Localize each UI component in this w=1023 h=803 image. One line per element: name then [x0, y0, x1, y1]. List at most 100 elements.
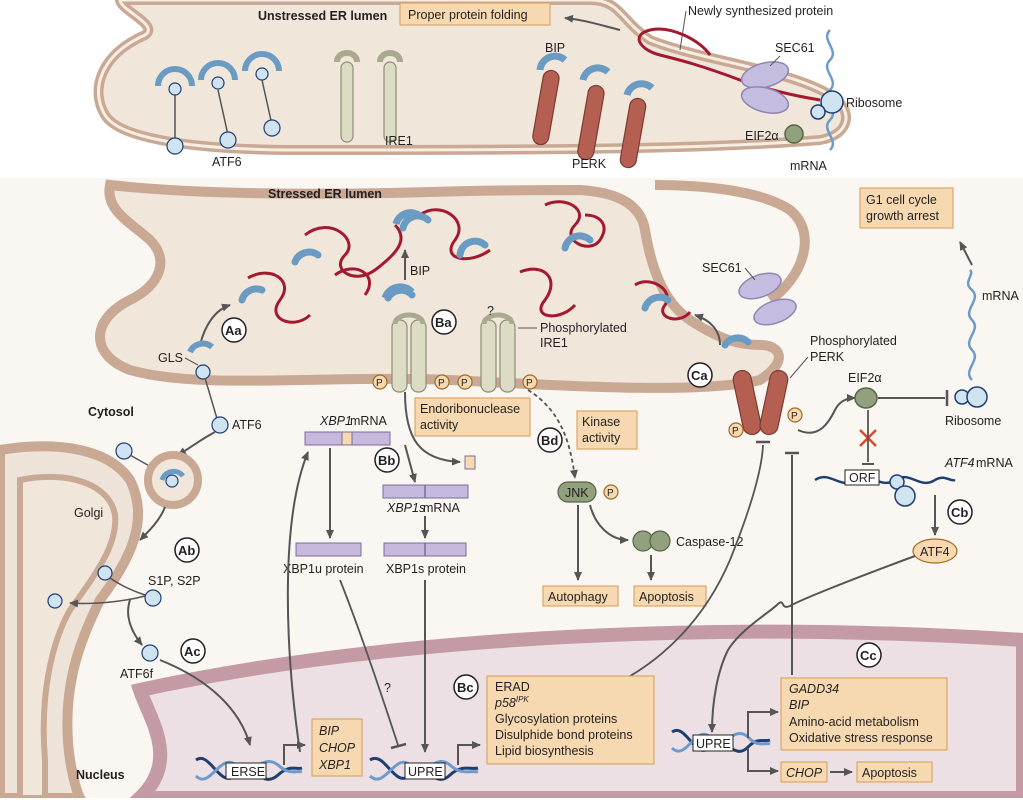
ribosome-mid-large	[966, 386, 988, 408]
ire1-dimer-2	[480, 312, 516, 393]
badge-cb-label: Cb	[951, 505, 968, 520]
badge-ba-label: Ba	[435, 315, 452, 330]
badge-bb-label: Bb	[378, 453, 395, 468]
g1-arrest-box	[859, 187, 954, 229]
atf4-targets-box	[780, 677, 948, 751]
xbp1-intron	[341, 431, 353, 446]
label-sec61-top: SEC61	[775, 41, 815, 55]
badge-ca-label: Ca	[691, 368, 708, 383]
label-phospho-perk-1: Phosphorylated	[810, 334, 897, 348]
label-ribosome-mid: Ribosome	[945, 414, 1001, 428]
atf4-target-2: Amino-acid metabolism	[789, 715, 919, 729]
arrow-ire1-splice	[404, 391, 461, 466]
proper-protein-folding-label: Proper protein folding	[408, 8, 528, 22]
p-ire1-4: P	[526, 378, 533, 389]
label-perk-top: PERK	[572, 157, 607, 171]
label-sec61-mid: SEC61	[702, 261, 742, 275]
proper-protein-folding-box	[399, 2, 551, 26]
label-xbp1s-protein: XBP1s protein	[386, 562, 466, 576]
arrow-upre-right-targets	[747, 708, 779, 738]
inhibit-xbp1u	[339, 579, 399, 746]
erse-target-2: XBP1	[318, 758, 351, 772]
atf6f-node	[141, 644, 159, 662]
eif2a-top	[784, 124, 804, 144]
badge-aa	[221, 317, 247, 343]
g1-line1: G1 cell cycle	[866, 193, 937, 207]
label-upre-mid: UPRE	[408, 765, 443, 779]
arrow-atf6f	[127, 599, 143, 646]
label-stressed-er-lumen: Stressed ER lumen	[268, 187, 382, 201]
golgi-atf6-base	[144, 589, 162, 607]
arrow-upre-targets	[457, 741, 481, 765]
endo-line2: activity	[420, 418, 459, 432]
arrow-xbp1-feedback	[286, 451, 309, 753]
p-ire1-1: P	[376, 378, 383, 389]
label-xbp1-mrna-italic: XBP1	[319, 414, 352, 428]
arrow-upre-right-chop	[747, 748, 779, 775]
badge-bd	[537, 427, 563, 453]
badge-bb	[374, 447, 400, 473]
p-perk-1: P	[732, 426, 739, 437]
arrow-atf4-upre	[708, 555, 916, 733]
golgi-atf6-2	[47, 593, 63, 609]
leader-sec61-mid	[744, 267, 756, 281]
ire1-dimer-1	[391, 312, 427, 393]
atf4-node	[912, 538, 958, 564]
atf6-mid-base	[211, 416, 229, 434]
endoribonuclease-box	[414, 397, 531, 437]
stressed-er-membrane	[95, 179, 784, 393]
label-bip-top: BIP	[545, 41, 565, 55]
leader-newly-synth	[679, 10, 687, 51]
badge-bc	[453, 674, 479, 700]
arrow-folding	[564, 14, 621, 31]
jnk-node	[557, 481, 597, 503]
arrow-vesicle-golgi	[139, 506, 166, 541]
vesicle-bip	[159, 468, 185, 481]
badge-cc	[856, 642, 882, 668]
label-cytosol: Cytosol	[88, 405, 134, 419]
label-apoptosis-mid: Apoptosis	[639, 590, 694, 604]
label-erse: ERSE	[231, 765, 265, 779]
label-atf6f: ATF6f	[120, 667, 154, 681]
label-question-ire1: ?	[487, 304, 494, 318]
label-mrna-right: mRNA	[982, 289, 1019, 303]
bip-on-ire1	[381, 283, 415, 300]
ribosome-top-small	[810, 104, 826, 120]
erse-box	[225, 762, 267, 780]
arrow-g1	[959, 241, 973, 266]
upre-targets-box	[486, 675, 655, 765]
atf6-vesicle-free	[115, 442, 133, 460]
badge-ab-label: Ab	[178, 543, 195, 558]
label-xbp1-mrna-rest: mRNA	[350, 414, 387, 428]
atf6-mid-head	[195, 364, 211, 380]
label-unstressed-er-lumen: Unstressed ER lumen	[258, 9, 387, 23]
endo-line1: Endoribonuclease	[420, 402, 520, 416]
apoptosis-bottom-box	[856, 761, 933, 783]
jnk-p	[603, 484, 619, 500]
label-eif2a-top: EIF2α	[745, 129, 779, 143]
label-atf4-mrna-italic: ATF4	[944, 456, 975, 470]
misfolded-proteins	[247, 200, 692, 324]
leader-phospho-perk	[789, 356, 809, 379]
g1-line2: growth arrest	[866, 209, 939, 223]
upre-target-p58-main: p58	[494, 696, 516, 710]
label-atf6-mid: ATF6	[232, 418, 262, 432]
vesicle-atf6	[165, 474, 179, 488]
caspase-12-b	[649, 530, 671, 552]
upre-target-2: Glycosylation proteins	[495, 712, 617, 726]
label-phospho-ire1-1: Phosphorylated	[540, 321, 627, 335]
ribosome-atf4-large	[894, 485, 916, 507]
upre-target-p58: p58IPK	[494, 695, 529, 710]
sec61-mid-lower	[753, 298, 797, 326]
orf-label: ORF	[849, 471, 876, 485]
label-chop: CHOP	[786, 766, 823, 780]
label-atf6-top: ATF6	[212, 155, 242, 169]
spliced-intron	[464, 455, 476, 470]
sec61-top-lower	[740, 86, 790, 114]
autophagy-box	[542, 585, 619, 607]
sec61-mid-upper	[738, 272, 782, 300]
mrna-right-wave	[966, 269, 977, 381]
inhibit-bar-xbp1u	[390, 742, 407, 750]
upre-target-3: Disulphide bond proteins	[495, 728, 633, 742]
